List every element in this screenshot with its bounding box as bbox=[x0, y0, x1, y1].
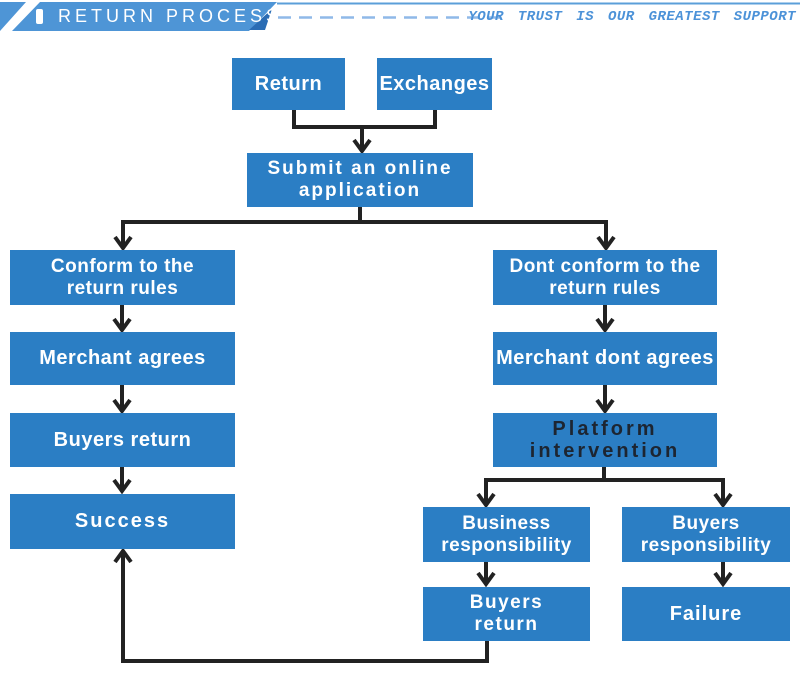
connector-loop-back bbox=[121, 554, 489, 663]
node-buyers-responsibility: Buyers responsibility bbox=[622, 507, 790, 562]
node-success: Success bbox=[10, 494, 235, 549]
node-conform-rules: Conform to the return rules bbox=[10, 250, 235, 305]
arrowhead-business-resp bbox=[476, 492, 496, 509]
title-bar-icon bbox=[36, 9, 43, 24]
header-title-group: RETURN PROCESS bbox=[36, 2, 282, 31]
node-dont-conform-rules: Dont conform to the return rules bbox=[493, 250, 717, 305]
header-slogan: YOUR TRUST IS OUR GREATEST SUPPORT bbox=[468, 9, 796, 25]
banner-fold-triangle bbox=[249, 9, 272, 30]
arrowhead-success bbox=[112, 478, 132, 495]
connector-main-split bbox=[121, 207, 608, 245]
page-title: RETURN PROCESS bbox=[58, 6, 283, 26]
node-exchanges: Exchanges bbox=[377, 58, 492, 110]
arrowhead-merchant-dont bbox=[595, 317, 615, 334]
arrowhead-buyers-return bbox=[112, 398, 132, 415]
banner-left-slash-triangle bbox=[0, 2, 26, 31]
arrowhead-dont-conform bbox=[596, 235, 616, 252]
banner-ribbon bbox=[12, 2, 277, 31]
connector-outcomes bbox=[484, 562, 725, 581]
node-platform-intervention: Platform intervention bbox=[493, 413, 717, 467]
connector-top-join bbox=[292, 110, 437, 148]
node-merchant-dont-agrees: Merchant dont agrees bbox=[493, 332, 717, 385]
arrowhead-submit bbox=[352, 138, 372, 155]
node-failure: Failure bbox=[622, 587, 790, 641]
arrowhead-buyers-return-2 bbox=[476, 571, 496, 588]
node-return: Return bbox=[232, 58, 345, 110]
node-merchant-agrees: Merchant agrees bbox=[10, 332, 235, 385]
arrowhead-merchant-agrees bbox=[112, 317, 132, 334]
arrowhead-failure bbox=[713, 571, 733, 588]
arrowhead-buyers-resp bbox=[713, 492, 733, 509]
connector-platform-split bbox=[484, 467, 725, 502]
node-buyers-return-outcome: Buyers return bbox=[423, 587, 590, 641]
node-business-responsibility: Business responsibility bbox=[423, 507, 590, 562]
arrowhead-conform bbox=[113, 235, 133, 252]
header-banner bbox=[0, 2, 800, 31]
node-buyers-return: Buyers return bbox=[10, 413, 235, 467]
node-submit-application: Submit an online application bbox=[247, 153, 473, 207]
arrowhead-loop-success bbox=[113, 547, 133, 564]
arrowhead-platform bbox=[595, 398, 615, 415]
